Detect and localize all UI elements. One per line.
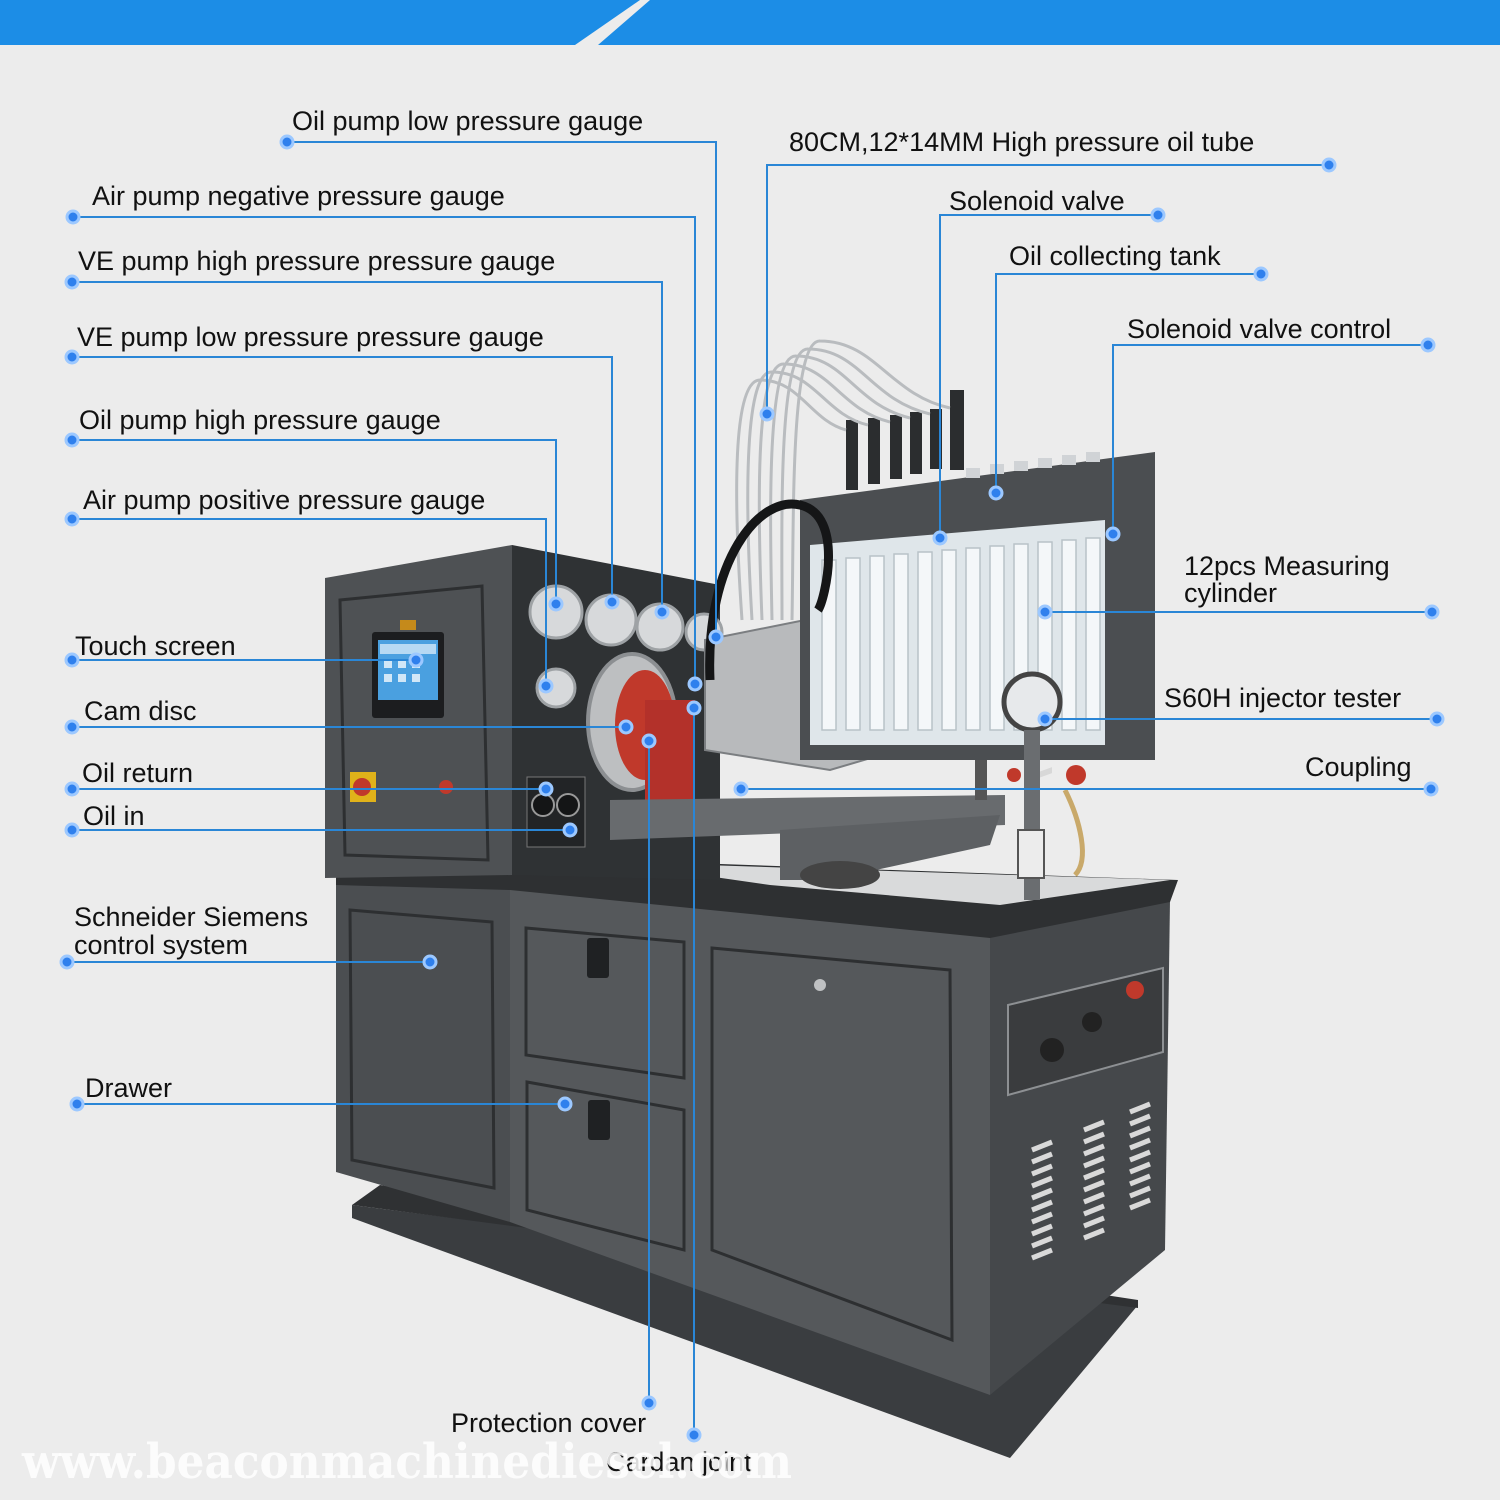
callout-solenoid-valve-control: Solenoid valve control [1105, 314, 1436, 542]
label-schneider-line1: Schneider Siemens [74, 902, 308, 932]
callout-cam-disc: Cam disc [64, 696, 634, 735]
label-touch-screen: Touch screen [75, 631, 236, 661]
callout-oil-pump-high-pressure-gauge: Oil pump high pressure gauge [64, 405, 564, 612]
callout-injector-tester: S60H injector tester [1037, 683, 1445, 727]
label-air-pump-negative-pressure-gauge: Air pump negative pressure gauge [92, 181, 505, 211]
label-air-pump-positive-pressure-gauge: Air pump positive pressure gauge [83, 485, 485, 515]
callout-oil-in: Oil in [64, 801, 578, 838]
label-coupling: Coupling [1305, 752, 1412, 782]
label-oil-return: Oil return [82, 758, 193, 788]
callout-drawer: Drawer [69, 1073, 573, 1112]
label-cardan-joint: Cardan joint [606, 1447, 752, 1477]
callout-schneider-siemens-control-system: Schneider Siemens control system [59, 902, 438, 970]
watermark-text: www.beaconmachinediesel.com [21, 1434, 792, 1490]
callout-ve-pump-high-pressure-gauge: VE pump high pressure pressure gauge [64, 246, 670, 620]
label-ve-pump-high-pressure-gauge: VE pump high pressure pressure gauge [78, 246, 555, 276]
label-measuring-cylinder-line2: cylinder [1184, 578, 1277, 608]
label-drawer: Drawer [85, 1073, 172, 1103]
callout-measuring-cylinder: 12pcs Measuring cylinder [1037, 551, 1440, 620]
callout-ve-pump-low-pressure-gauge: VE pump low pressure pressure gauge [64, 322, 620, 610]
label-solenoid-valve: Solenoid valve [949, 186, 1125, 216]
label-oil-pump-high-pressure-gauge: Oil pump high pressure gauge [79, 405, 441, 435]
label-solenoid-valve-control: Solenoid valve control [1127, 314, 1391, 344]
label-measuring-cylinder-line1: 12pcs Measuring [1184, 551, 1390, 581]
label-oil-in: Oil in [83, 801, 145, 831]
callouts: Oil pump low pressure gauge Air pump neg… [59, 106, 1445, 1477]
callout-air-pump-negative-pressure-gauge: Air pump negative pressure gauge [65, 181, 703, 692]
callout-oil-return: Oil return [64, 758, 554, 797]
callout-protection-cover: Protection cover [451, 733, 657, 1438]
label-ve-pump-low-pressure-gauge: VE pump low pressure pressure gauge [77, 322, 544, 352]
callout-cardan-joint: Cardan joint [606, 700, 752, 1477]
callout-high-pressure-oil-tube: 80CM,12*14MM High pressure oil tube [759, 127, 1337, 422]
callout-coupling: Coupling [733, 752, 1439, 797]
label-injector-tester: S60H injector tester [1164, 683, 1401, 713]
callout-air-pump-positive-pressure-gauge: Air pump positive pressure gauge [64, 485, 554, 694]
callout-oil-pump-low-pressure-gauge: Oil pump low pressure gauge [279, 106, 724, 645]
top-banner [0, 0, 1500, 45]
callout-oil-collecting-tank: Oil collecting tank [988, 241, 1269, 501]
label-cam-disc: Cam disc [84, 696, 197, 726]
label-protection-cover: Protection cover [451, 1408, 646, 1438]
label-oil-collecting-tank: Oil collecting tank [1009, 241, 1221, 271]
label-oil-pump-low-pressure-gauge: Oil pump low pressure gauge [292, 106, 643, 136]
label-high-pressure-oil-tube: 80CM,12*14MM High pressure oil tube [789, 127, 1254, 157]
callout-solenoid-valve: Solenoid valve [932, 186, 1166, 546]
callout-touch-screen: Touch screen [64, 631, 424, 668]
label-schneider-line2: control system [74, 930, 248, 960]
